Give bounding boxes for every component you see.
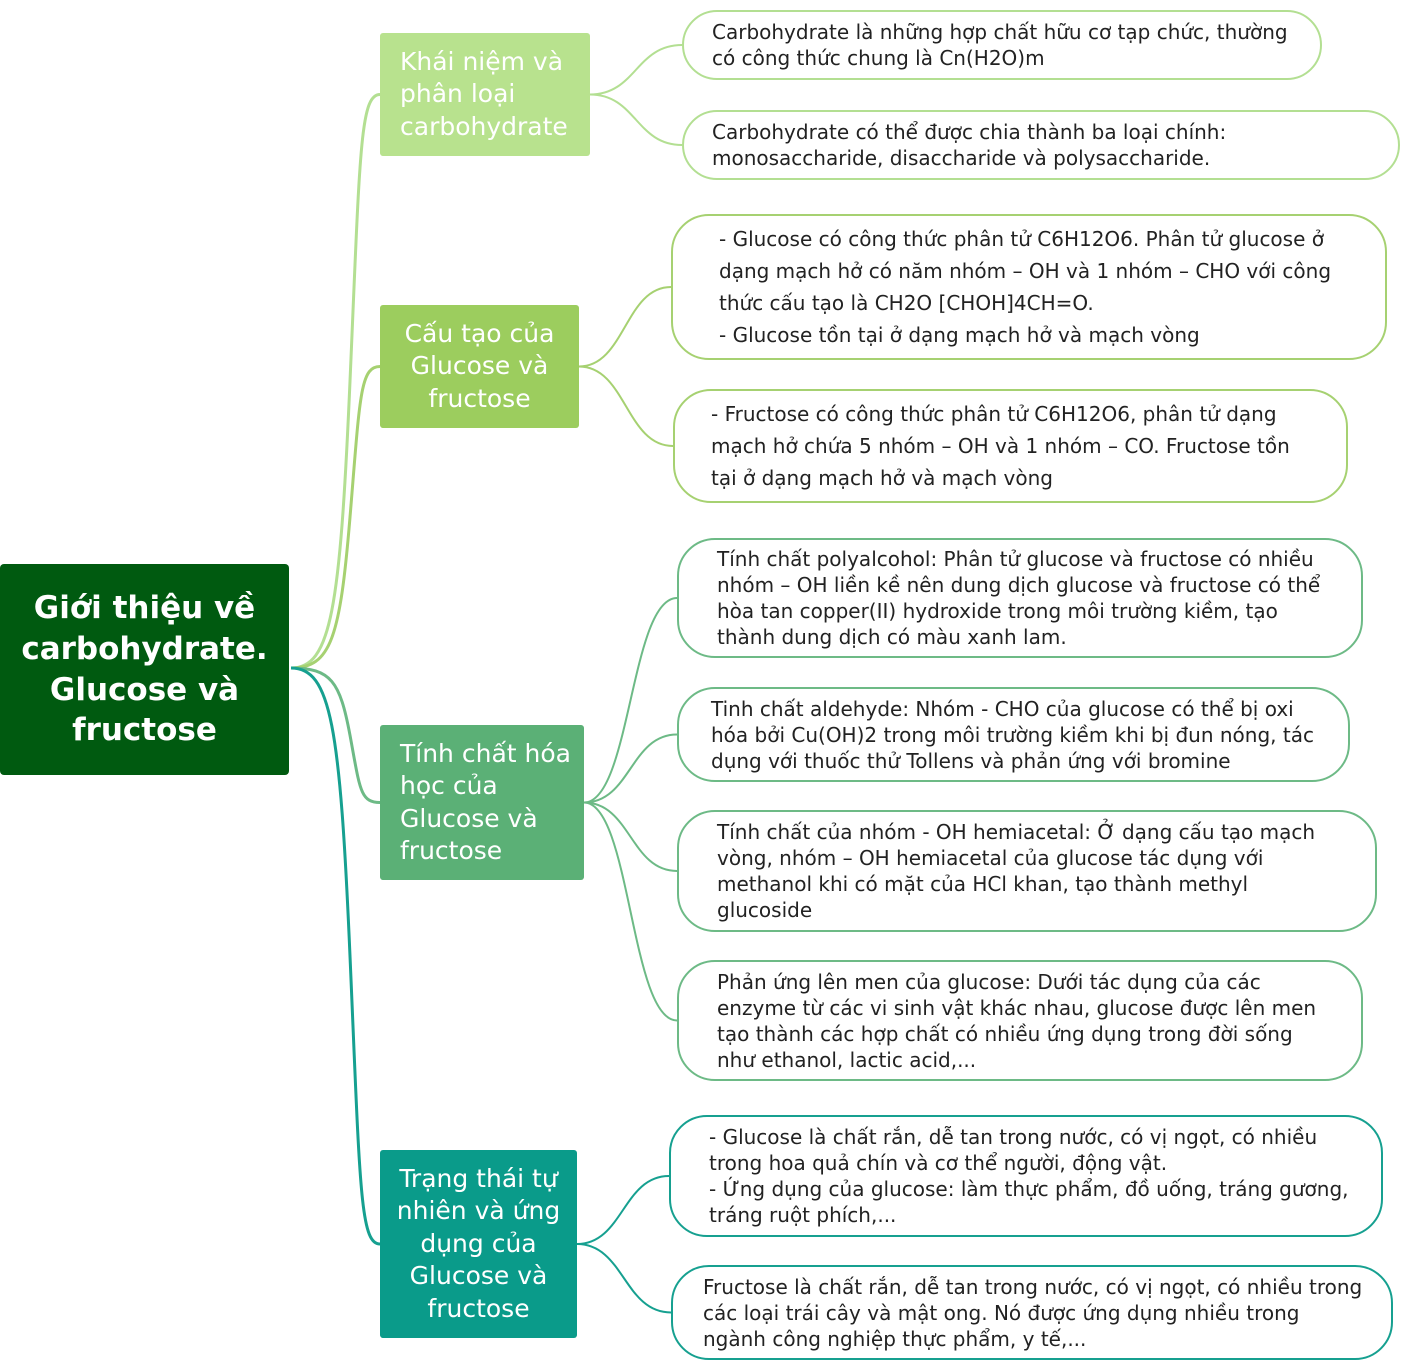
branch-leaf-connector xyxy=(589,44,683,96)
branch-leaf-connector xyxy=(583,733,678,804)
branch-leaf-connector xyxy=(578,365,674,447)
branch-concept-classification[interactable]: Khái niệm và phân loại carbohydrate xyxy=(380,33,590,156)
root-topic-label: Giới thiệu về carbohydrate. Glucose và f… xyxy=(21,589,268,749)
branch-leaf-connector xyxy=(578,286,672,368)
branch-leaf-connector xyxy=(583,597,678,804)
branch-natural-state-applications[interactable]: Trạng thái tự nhiên và ứng dụng của Gluc… xyxy=(380,1150,577,1338)
leaf-text: Tính chất của nhóm - OH hemiacetal: Ở dạ… xyxy=(717,820,1316,922)
branch-leaf-connector xyxy=(576,1175,670,1245)
root-branch-connector xyxy=(290,365,381,670)
leaf-glucose-structure[interactable]: - Glucose có công thức phân tử C6H12O6. … xyxy=(671,214,1387,360)
leaf-text: Carbohydrate có thể được chia thành ba l… xyxy=(712,120,1227,170)
leaf-text: Carbohydrate là những hợp chất hữu cơ tạ… xyxy=(712,20,1288,70)
branch-label: Trạng thái tự nhiên và ứng dụng của Gluc… xyxy=(396,1163,561,1323)
leaf-carbohydrate-classification[interactable]: Carbohydrate có thể được chia thành ba l… xyxy=(682,110,1400,180)
leaf-polyalcohol-property[interactable]: Tính chất polyalcohol: Phân tử glucose v… xyxy=(677,538,1363,658)
leaf-glucose-applications[interactable]: - Glucose là chất rắn, dễ tan trong nước… xyxy=(669,1115,1383,1237)
branch-chemical-properties[interactable]: Tính chất hóa học của Glucose và fructos… xyxy=(380,725,584,880)
branch-label: Cấu tạo của Glucose và fructose xyxy=(404,318,555,413)
branch-leaf-connector xyxy=(576,1243,672,1314)
leaf-fructose-applications[interactable]: Fructose là chất rắn, dễ tan trong nước,… xyxy=(671,1265,1393,1360)
branch-structure[interactable]: Cấu tạo của Glucose và fructose xyxy=(380,305,579,428)
root-branch-connector xyxy=(290,666,381,1246)
leaf-fructose-structure[interactable]: - Fructose có công thức phân tử C6H12O6,… xyxy=(673,389,1348,503)
leaf-aldehyde-property[interactable]: Tinh chất aldehyde: Nhóm - CHO của gluco… xyxy=(677,687,1350,782)
branch-label: Tính chất hóa học của Glucose và fructos… xyxy=(400,738,571,866)
leaf-text: - Glucose có công thức phân tử C6H12O6. … xyxy=(719,227,1332,347)
leaf-text: Tính chất polyalcohol: Phân tử glucose v… xyxy=(717,547,1321,649)
root-topic[interactable]: Giới thiệu về carbohydrate. Glucose và f… xyxy=(0,564,289,775)
leaf-text: - Fructose có công thức phân tử C6H12O6,… xyxy=(711,402,1290,490)
branch-leaf-connector xyxy=(583,801,678,872)
branch-leaf-connector xyxy=(583,801,678,1022)
leaf-text: Phản ứng lên men của glucose: Dưới tác d… xyxy=(717,969,1317,1072)
branch-label: Khái niệm và phân loại carbohydrate xyxy=(400,46,568,141)
leaf-text: - Glucose là chất rắn, dễ tan trong nước… xyxy=(709,1125,1349,1227)
branch-leaf-connector xyxy=(589,93,683,146)
leaf-fermentation[interactable]: Phản ứng lên men của glucose: Dưới tác d… xyxy=(677,960,1363,1081)
leaf-hemiacetal-property[interactable]: Tính chất của nhóm - OH hemiacetal: Ở dạ… xyxy=(677,810,1377,932)
root-branch-connector xyxy=(290,666,381,804)
leaf-carbohydrate-definition[interactable]: Carbohydrate là những hợp chất hữu cơ tạ… xyxy=(682,10,1322,80)
leaf-text: Fructose là chất rắn, dễ tan trong nước,… xyxy=(703,1274,1363,1351)
leaf-text: Tinh chất aldehyde: Nhóm - CHO của gluco… xyxy=(711,696,1314,773)
root-branch-connector xyxy=(290,93,381,670)
